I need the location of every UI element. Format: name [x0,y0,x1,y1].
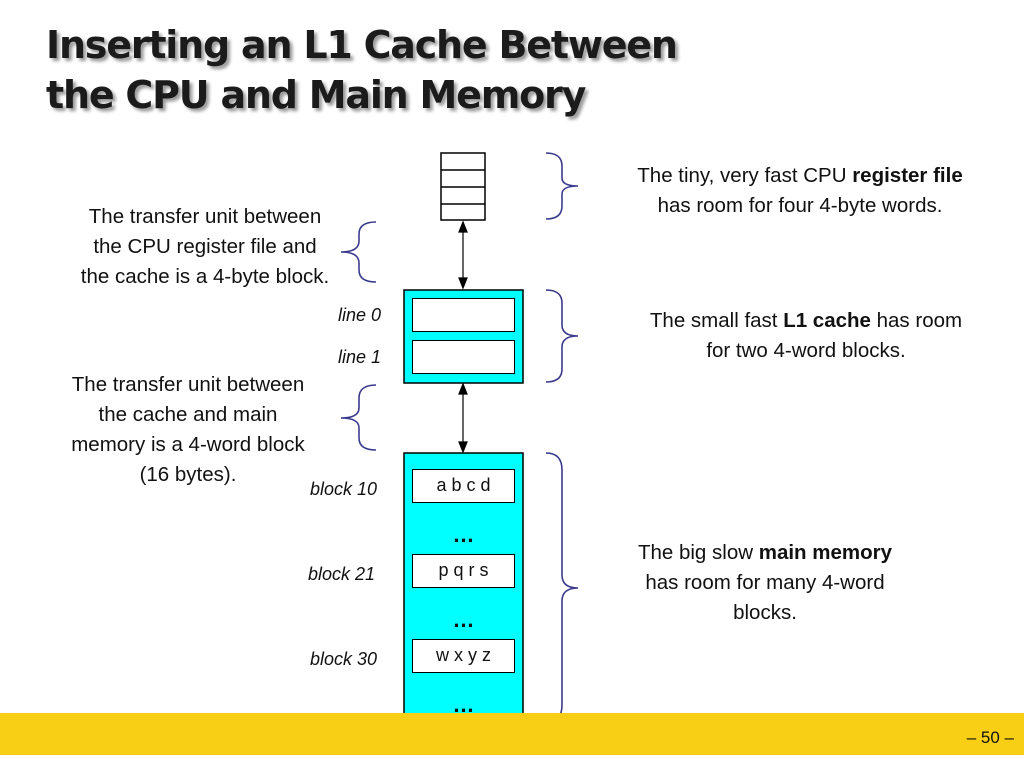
title-line-1: Inserting an L1 Cache Between [46,23,678,67]
memory-block-10: a b c d [412,469,515,503]
memory-ellipsis-2: … [452,607,475,632]
cache-line-1-label: line 1 [338,347,382,367]
memory-ellipsis-3: … [452,692,475,717]
bracket-transfer-reg-cache [340,221,377,283]
arrow-register-cache [458,220,468,290]
title-line-2: the CPU and Main Memory [46,73,586,117]
term-register-file: register file [852,164,963,187]
memory-block-21: p q r s [412,554,515,588]
footer-bar: – 50 – [0,713,1024,755]
block-21-label: block 21 [308,564,376,584]
bracket-register-file [545,152,579,220]
note-main-memory: The big slow main memory has room for ma… [637,541,893,624]
bracket-transfer-cache-memory [340,384,377,451]
note-register-file: The tiny, very fast CPU register file ha… [637,164,963,217]
block-30-label: block 30 [310,649,378,669]
arrow-cache-memory [458,382,468,454]
memory-block-30: w x y z [412,639,515,673]
cache-line-1 [412,340,515,374]
bracket-main-memory [545,452,579,723]
note-l1-cache: The small fast L1 cache has room for two… [649,309,963,362]
note-transfer-cache-memory: The transfer unit between the cache and … [71,373,305,486]
cache-line-0 [412,298,515,332]
cache-line-0-label: line 0 [338,305,382,325]
note-transfer-reg-cache: The transfer unit between the CPU regist… [80,205,330,288]
register-file [440,152,486,221]
block-10-label: block 10 [310,479,378,499]
term-main-memory: main memory [758,541,893,564]
slide-title: Inserting an L1 Cache Between the CPU an… [46,20,678,120]
bracket-l1-cache [545,289,579,383]
memory-ellipsis-1: … [452,522,475,547]
page-number: – 50 – [966,728,1014,747]
term-l1-cache: L1 cache [783,309,871,332]
